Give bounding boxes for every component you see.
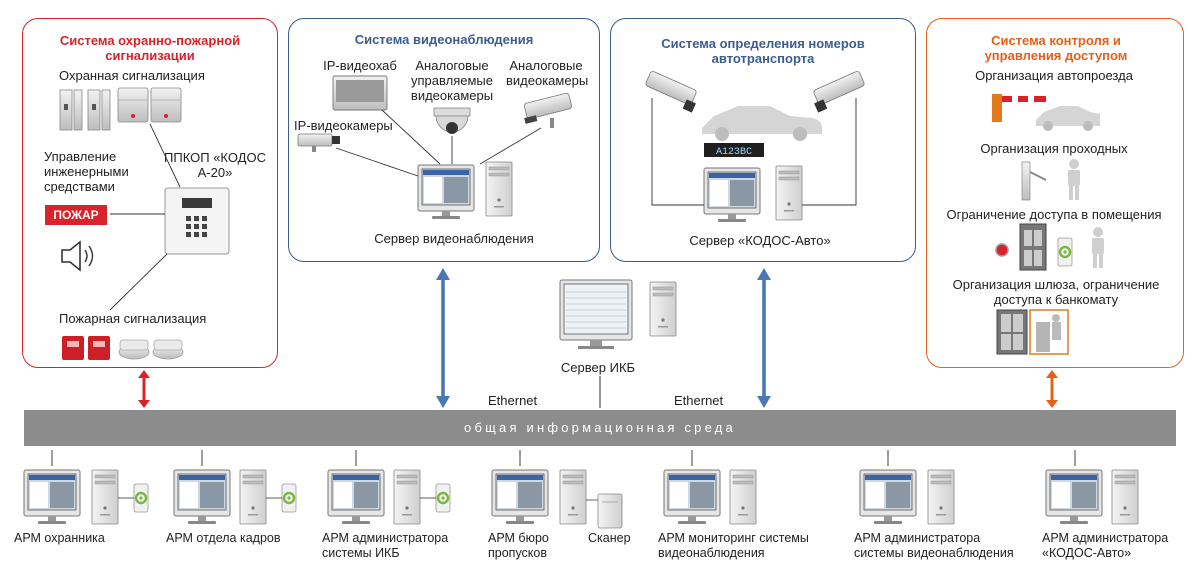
workstation-guard-label: АРМ охранника: [14, 531, 105, 545]
ip-videohub-icon: [332, 75, 388, 111]
car-icon: [702, 106, 822, 141]
ip-cameras-label: IP-видеокамеры: [294, 118, 393, 133]
scanner-icon: [597, 493, 623, 529]
fire-panel-title: Система охранно-пожарной сигнализации: [59, 33, 241, 63]
workstation-pass-office-label: АРМ бюро пропусков: [488, 531, 549, 560]
information-bus: общая информационная среда: [24, 410, 1176, 446]
fire-button[interactable]: ПОЖАР: [45, 205, 107, 225]
lpr-camera-right-icon: [813, 71, 865, 113]
security-alarm-label: Охранная сигнализация: [59, 68, 205, 83]
workstation-guard: [23, 450, 150, 525]
fire-alarm-label: Пожарная сигнализация: [59, 311, 207, 326]
vehicle-entry-label: Организация автопроезда: [975, 68, 1133, 83]
workstation-video-monitoring: [663, 450, 757, 525]
fire-detector-icon: [62, 336, 110, 360]
workstation-video-admin: [859, 450, 955, 525]
barrier-icon: [992, 94, 1046, 122]
scanner-label: Сканер: [588, 531, 631, 545]
access-panel-title: Система контроля и управления доступом: [984, 33, 1128, 63]
workstation-kodos-avto-admin-label: АРМ администратора «КОДОС-Авто»: [1042, 531, 1169, 560]
gateway-label: Организация шлюза, ограничение доступа к…: [952, 277, 1160, 307]
controller-box-icon: [164, 187, 230, 255]
door-sensor-icon: [59, 89, 111, 131]
lpr-server-icon: [703, 165, 803, 223]
controller-label: ППКОП «КОДОС А-20»: [164, 150, 266, 180]
ethernet-left-label: Ethernet: [488, 393, 538, 408]
turnstile-icon: [1021, 161, 1047, 201]
lpr-server-label: Сервер «КОДОС-Авто»: [689, 233, 831, 248]
plate-display: [704, 143, 764, 157]
ethernet-right-label: Ethernet: [674, 393, 724, 408]
arrow-fire-bus: [138, 370, 150, 408]
workstation-hr: [173, 450, 298, 525]
arrow-video-bus: [436, 268, 450, 408]
video-server-icon: [417, 161, 513, 220]
workstation-ikb-admin-label: АРМ администратора системы ИКБ: [322, 531, 449, 560]
workstation-kodos-avto-admin: [1045, 450, 1139, 525]
lpr-panel-title: Система определения номеров автотранспор…: [661, 36, 865, 66]
smoke-detector-icon: [118, 339, 184, 360]
information-bus-label: общая информационная среда: [464, 420, 736, 435]
room-access-label: Ограничение доступа в помещения: [946, 207, 1162, 222]
lpr-panel: [610, 18, 916, 262]
analog-camera-icon: [523, 92, 573, 128]
person-icon: [1068, 159, 1080, 200]
motion-sensor-icon: [117, 87, 182, 123]
car-small-icon: [1036, 106, 1100, 131]
ikb-server-label: Сервер ИКБ: [560, 360, 636, 375]
workstation-video-admin-label: АРМ администратора системы видеонаблюден…: [854, 531, 1014, 560]
arrow-lpr-bus: [757, 268, 771, 408]
analog-cameras-label: Аналоговые видеокамеры: [506, 58, 589, 88]
turnstiles-label: Организация проходных: [980, 141, 1128, 156]
lpr-camera-left-icon: [645, 71, 697, 113]
siren-speaker-icon: [61, 240, 94, 272]
workstation-pass-office: [491, 450, 606, 525]
fire-security-panel: [22, 18, 278, 368]
arrow-access-bus: [1046, 370, 1058, 408]
video-panel-title: Система видеонаблюдения: [354, 32, 534, 47]
plate-display-text: A123BC: [716, 147, 752, 158]
ptz-camera-icon: [433, 107, 471, 134]
engineering-label: Управление инженерными средствами: [44, 149, 129, 194]
ip-camera-icon: [297, 133, 341, 153]
video-server-label: Сервер видеонаблюдения: [374, 231, 534, 246]
workstation-video-monitoring-label: АРМ мониторинг системы видеонаблюдения: [658, 531, 809, 560]
ptz-cameras-label: Аналоговые управляемые видеокамеры: [410, 58, 494, 103]
ip-videohub-label: IP-видеохаб: [323, 58, 397, 73]
workstation-ikb-admin: [327, 450, 452, 525]
room-access-icon: [995, 223, 1104, 271]
workstation-hr-label: АРМ отдела кадров: [166, 531, 281, 545]
gateway-atm-icon: [996, 309, 1069, 355]
ikb-server-icon: [559, 279, 677, 349]
